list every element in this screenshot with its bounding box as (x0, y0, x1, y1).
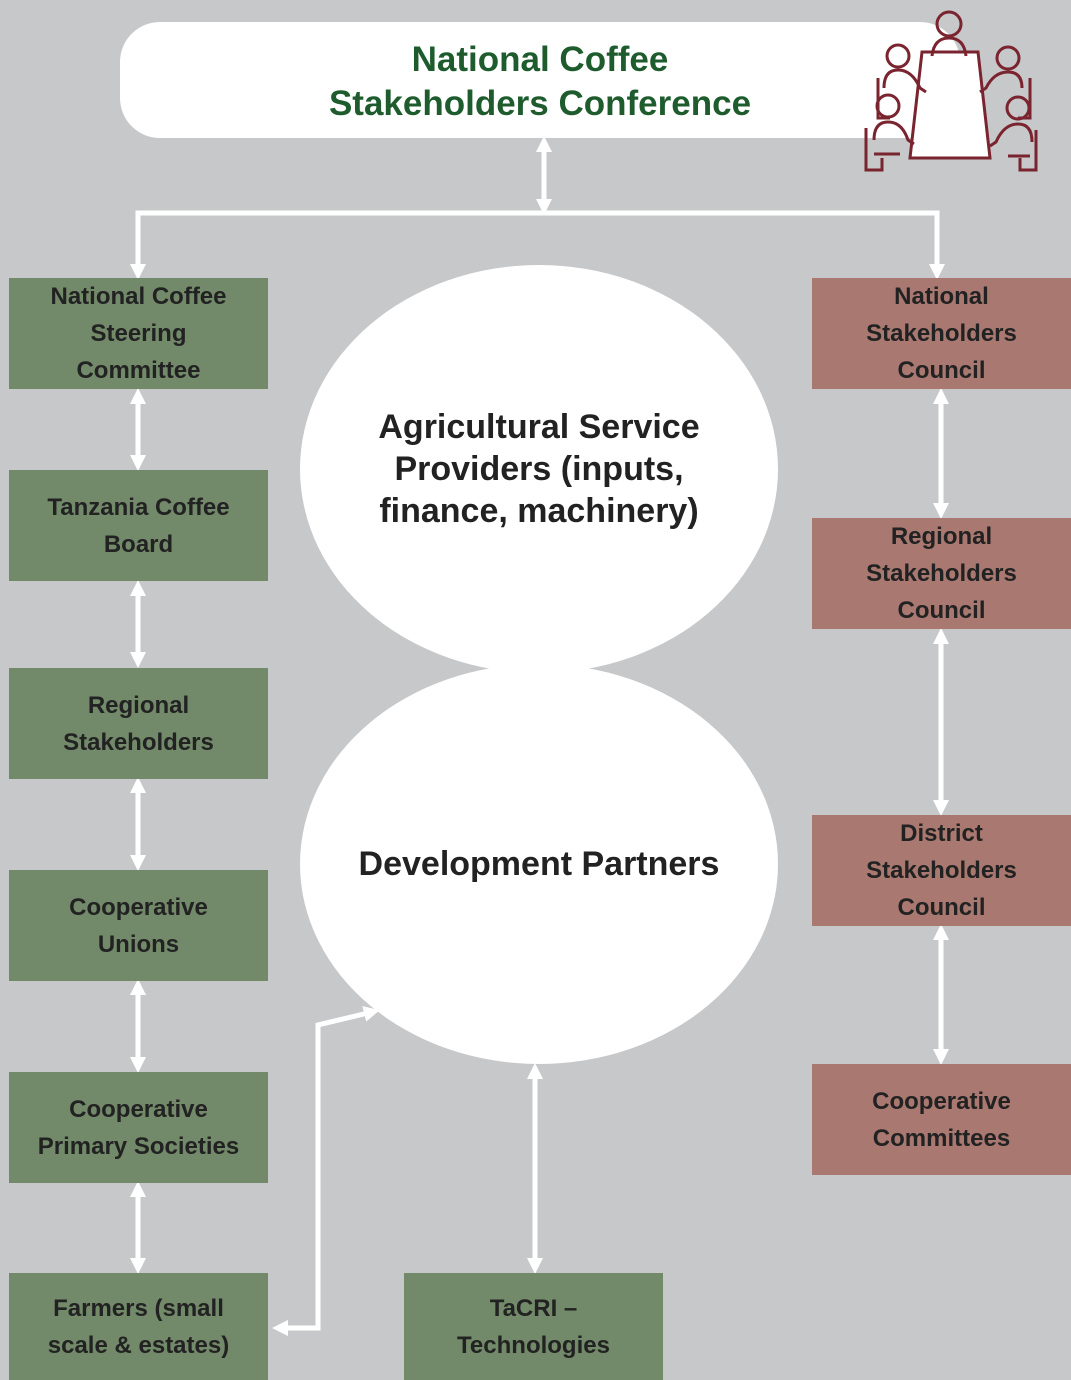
service-providers-circle: Agricultural Service Providers (inputs, … (300, 265, 778, 673)
box-line: Farmers (small (53, 1294, 224, 1322)
box-line: Committee (76, 357, 201, 384)
box-line: Stakeholders (866, 320, 1017, 347)
title-line-2: Stakeholders Conference (328, 84, 752, 123)
box-line: National (894, 283, 989, 310)
box-line: scale & estates) (47, 1331, 230, 1359)
box-line: Unions (97, 930, 180, 958)
box-line: Council (897, 894, 986, 921)
title-line-1: National Coffee (411, 40, 669, 79)
box-line: Stakeholders (866, 560, 1017, 587)
tacri-box: TaCRI – Technologies (404, 1273, 663, 1380)
box-line: Committees (872, 1124, 1011, 1152)
box-line: Cooperative (69, 893, 208, 921)
box-line: Technologies (457, 1331, 610, 1359)
service-providers-line-2: Providers (inputs, (394, 450, 684, 488)
service-providers-line-3: finance, machinery) (379, 492, 699, 530)
box-line: TaCRI – (489, 1294, 578, 1322)
box-line: Regional (87, 691, 190, 719)
development-partners-label: Development Partners (358, 845, 720, 883)
box-line: Tanzania Coffee (47, 493, 230, 521)
branch-line (129, 210, 946, 281)
box-line: Cooperative (69, 1095, 208, 1123)
meeting-table-icon (864, 10, 1038, 172)
box-line: Regional (890, 523, 993, 550)
box-line: Primary Societies (37, 1132, 240, 1160)
service-providers-line-1: Agricultural Service (378, 408, 700, 446)
box-line: District (900, 820, 983, 847)
box-line: Stakeholders (866, 857, 1017, 884)
development-partners-circle: Development Partners (300, 664, 778, 1064)
box-line: National Coffee (50, 283, 227, 310)
box-line: Cooperative (872, 1087, 1011, 1115)
conference-title: National Coffee Stakeholders Conference (120, 38, 960, 126)
box-line: Board (103, 530, 174, 558)
box-line: Council (897, 357, 986, 384)
conference-title-box (120, 22, 960, 138)
left-box-farmers: Farmers (small scale & estates) (9, 1273, 268, 1380)
box-line: Steering (90, 320, 187, 347)
box-line: Council (897, 597, 986, 624)
box-line: Stakeholders (63, 728, 214, 756)
arrow-farmers-partners (271, 1006, 380, 1337)
